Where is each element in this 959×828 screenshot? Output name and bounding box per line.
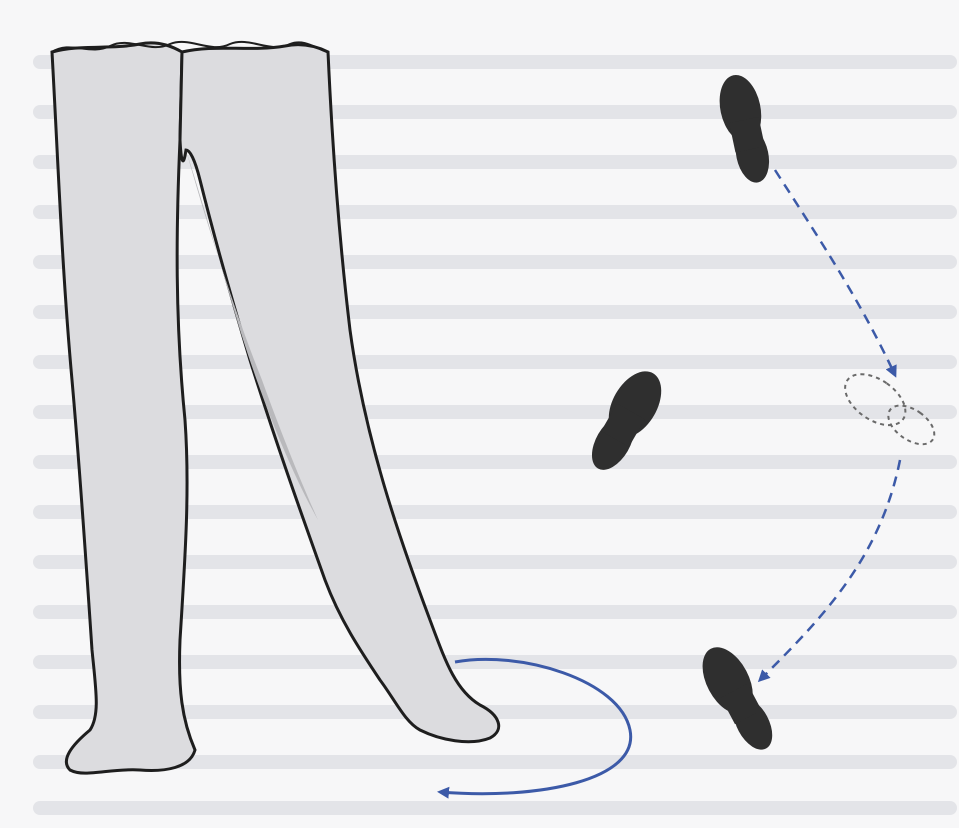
dashed-arrow-upper	[775, 170, 895, 375]
right-leg	[180, 45, 499, 742]
dashed-arrow-lower	[760, 460, 900, 680]
footprint-top	[714, 71, 776, 187]
